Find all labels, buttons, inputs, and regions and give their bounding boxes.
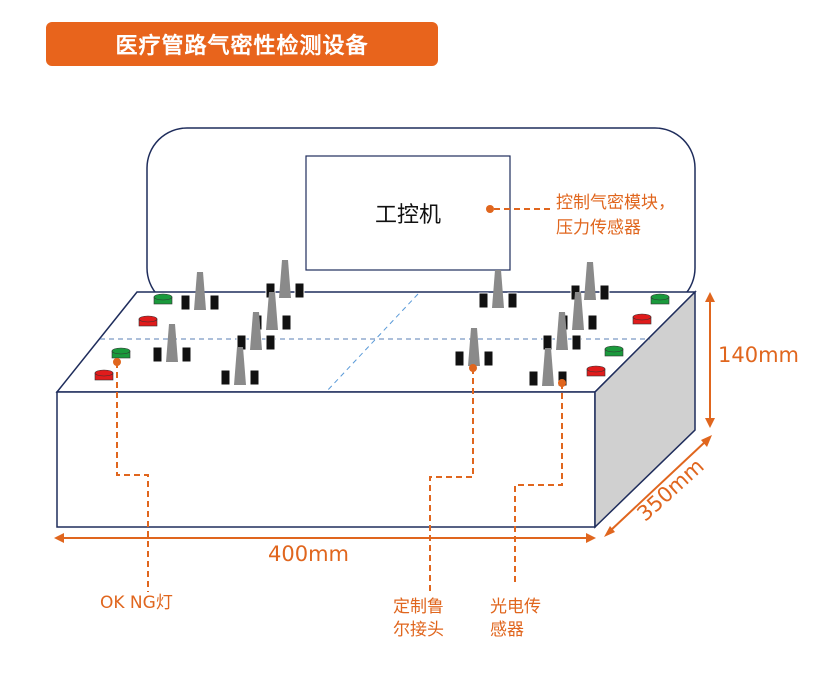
ipc-label: 工控机 — [374, 203, 441, 228]
fixture-block — [294, 282, 305, 299]
luer-nozzle — [166, 324, 178, 362]
fixture-block — [587, 314, 598, 331]
arrow-head — [604, 526, 615, 537]
green-indicator-light-top — [650, 293, 670, 301]
lights-leader — [116, 362, 149, 592]
fixture-block — [542, 334, 553, 351]
green-indicator-light-top — [111, 347, 131, 355]
fixture-block — [483, 350, 494, 367]
arrow-head — [54, 533, 64, 543]
fixture-block — [571, 334, 582, 351]
control-note-line1: 控制气密模块， — [556, 193, 675, 213]
arrow-head — [705, 292, 715, 302]
title-banner: 医疗管路气密性检测设备 — [46, 22, 438, 66]
sensor-label-line2: 感器 — [490, 620, 524, 640]
connector-leader — [429, 368, 474, 592]
luer-nozzle — [584, 262, 596, 300]
box-front-face — [56, 391, 596, 528]
fixture-block — [507, 292, 518, 309]
arrow-head — [705, 418, 715, 428]
leader-dot — [558, 379, 566, 387]
fixture-block — [454, 350, 465, 367]
luer-nozzle — [572, 292, 584, 330]
fixture-block — [528, 370, 539, 387]
fixture-block — [249, 369, 260, 386]
luer-nozzle — [194, 272, 206, 310]
sensor-label-line1: 光电传 — [490, 597, 541, 617]
luer-nozzle — [279, 260, 291, 298]
box-top-face — [55, 291, 697, 393]
green-indicator-light-top — [153, 293, 173, 301]
luer-nozzle — [250, 312, 262, 350]
sensor-leader — [514, 383, 563, 586]
lights-label: OK NG灯 — [100, 593, 173, 613]
arrow-head — [701, 435, 712, 447]
fixture-block — [265, 334, 276, 351]
center-line-diagonal — [325, 293, 419, 393]
fixture-block — [478, 292, 489, 309]
control-note-line2: 压力传感器 — [556, 218, 641, 238]
arrow-head — [586, 533, 596, 543]
red-indicator-light-top — [138, 315, 158, 323]
fixture-block — [220, 369, 231, 386]
red-indicator-light-top — [94, 369, 114, 377]
width-dimension-label: 400mm — [268, 542, 349, 566]
luer-nozzle — [542, 348, 554, 386]
luer-nozzle — [266, 292, 278, 330]
leader-dot — [469, 364, 477, 372]
luer-nozzle — [556, 312, 568, 350]
fixture-block — [181, 346, 192, 363]
connector-label-line1: 定制鲁 — [393, 597, 444, 617]
height-dimension-label: 140mm — [718, 343, 799, 367]
red-indicator-light-top — [632, 313, 652, 321]
red-indicator-light-top — [586, 365, 606, 373]
luer-nozzle — [234, 347, 246, 385]
depth-dimension-line — [609, 440, 707, 532]
luer-nozzle — [468, 328, 480, 366]
ipc-box — [305, 155, 511, 271]
box-side-face — [594, 290, 696, 529]
luer-nozzle — [492, 270, 504, 308]
fixture-block — [281, 314, 292, 331]
leader-dot — [113, 358, 121, 366]
connector-label-line2: 尔接头 — [393, 620, 444, 640]
leader-dot — [486, 205, 494, 213]
fixture-block — [209, 294, 220, 311]
green-indicator-light-top — [604, 345, 624, 353]
fixture-block — [599, 284, 610, 301]
fixture-block — [152, 346, 163, 363]
fixture-block — [180, 294, 191, 311]
